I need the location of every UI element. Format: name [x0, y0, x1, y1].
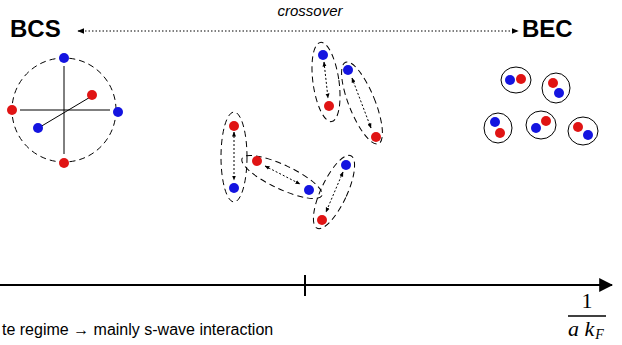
regime-label: BCS — [10, 17, 61, 41]
crossover-fermions — [229, 50, 381, 225]
axis-numerator: 1 — [582, 290, 593, 312]
note-text: te regime → mainly s-wave interaction — [2, 322, 273, 338]
bcs-pair — [7, 53, 123, 168]
axis-tick — [304, 275, 306, 296]
crossover-arrow — [78, 31, 518, 32]
bec-molecules — [484, 67, 598, 145]
regime-label: BEC — [522, 17, 573, 41]
axis-denominator: a k — [568, 318, 594, 340]
fraction-bar — [568, 315, 606, 316]
crossover-pairs — [221, 41, 391, 234]
crossover-label: crossover — [277, 3, 342, 18]
axis-subscript: F — [595, 328, 604, 342]
